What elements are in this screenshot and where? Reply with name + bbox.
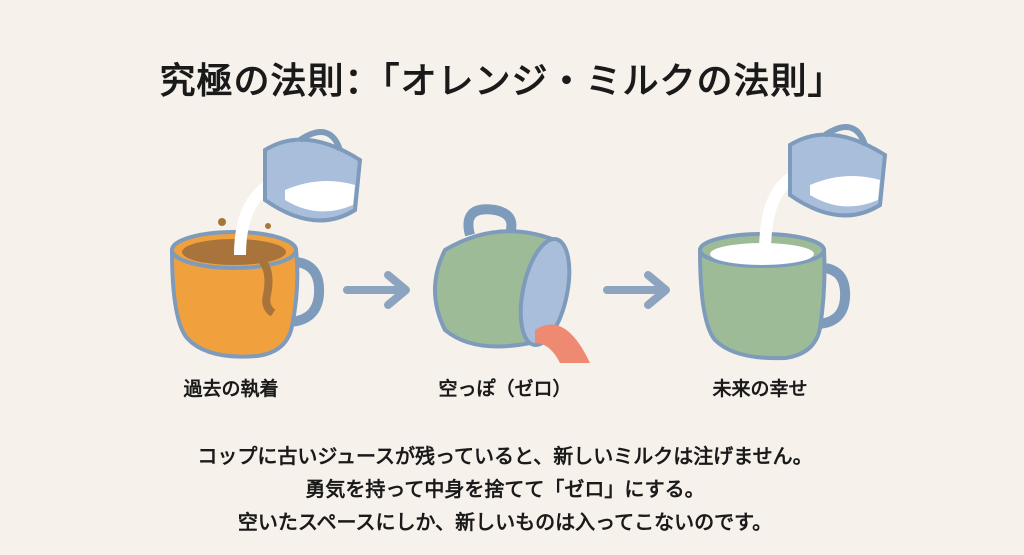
tipped-empty-cup-icon	[433, 204, 590, 363]
arrow-right-icon	[603, 271, 670, 309]
body-line: 空いたスペースにしか、新しいものは入ってこないのです。	[237, 510, 773, 534]
step-label-empty: 空っぽ（ゼロ）	[438, 378, 572, 400]
step-label-future: 未来の幸せ	[712, 378, 808, 400]
page-title: 究極の法則：「オレンジ・ミルクの法則」	[159, 61, 845, 102]
body-line: コップに古いジュースが残っていると、新しいミルクは注げません。	[197, 444, 813, 468]
body-line: 勇気を持って中身を捨てて「ゼロ」にする。	[305, 477, 705, 501]
step-label-past: 過去の執着	[183, 378, 279, 400]
arrow-right-icon	[343, 271, 410, 309]
orange-juice-cup-with-milk-pouring-icon	[169, 129, 363, 359]
milk-cup-with-milk-pouring-icon	[697, 124, 888, 361]
body-text: コップに古いジュースが残っていると、新しいミルクは注げません。 勇気を持って中身…	[0, 440, 1010, 539]
